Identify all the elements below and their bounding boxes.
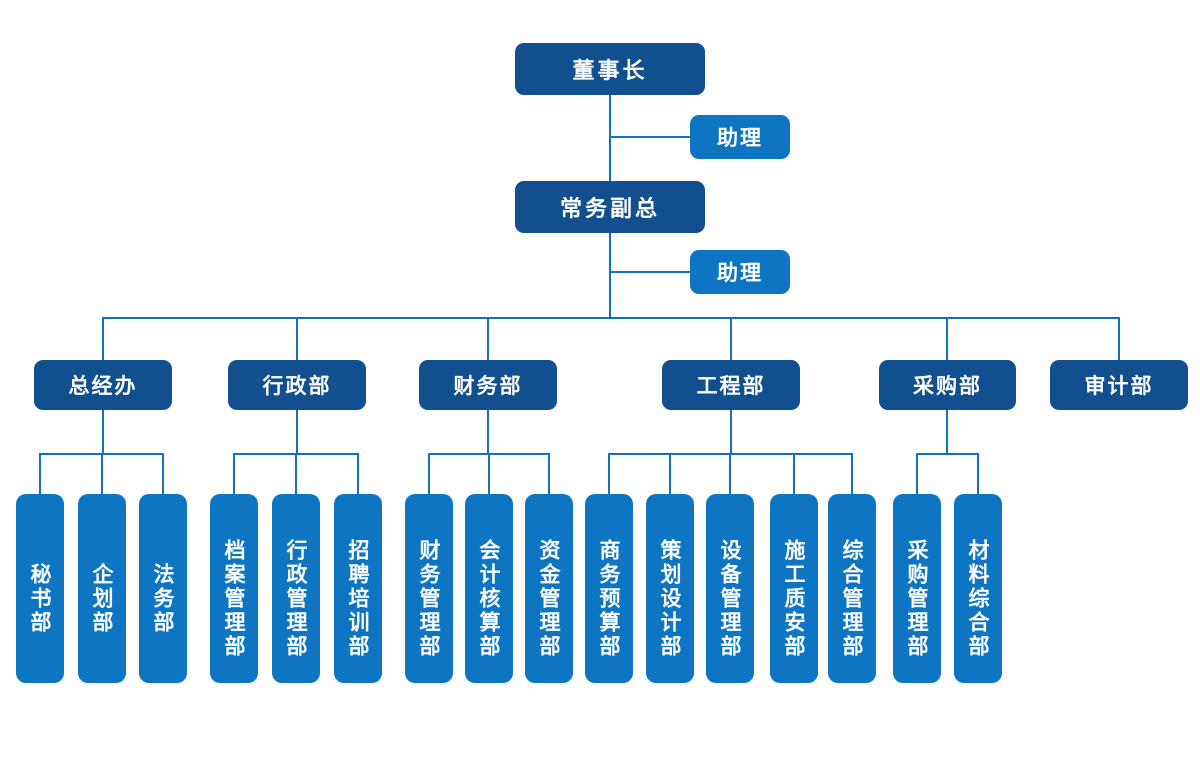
org-node-label: 董事长 [572, 59, 648, 84]
connector-line [102, 410, 104, 455]
org-node-label: 策划设计部 [658, 538, 682, 659]
org-node-label: 综合管理部 [840, 538, 864, 659]
org-node-label: 行政部 [262, 374, 332, 398]
org-node-label: 招聘培训部 [346, 538, 370, 659]
connector-line [162, 453, 164, 494]
org-node-chairman: 董事长 [515, 43, 705, 95]
org-node-materials-general-dept: 材料综合部 [954, 494, 1002, 683]
connector-line [1118, 317, 1120, 361]
org-node-procurement-management-dept: 采购管理部 [893, 494, 941, 683]
org-node-label: 档案管理部 [222, 538, 246, 659]
org-node-label: 秘书部 [28, 562, 52, 635]
org-node-general-manager-office: 总经办 [34, 360, 172, 410]
connector-line [296, 317, 298, 361]
org-node-finance-dept: 财务部 [419, 360, 557, 410]
connector-line [851, 453, 853, 494]
org-node-administration-dept: 行政部 [228, 360, 366, 410]
org-node-label: 财务部 [453, 374, 523, 398]
org-node-executive-vice-president: 常务副总 [515, 181, 705, 233]
connector-line [428, 453, 430, 494]
org-node-financial-management-dept: 财务管理部 [405, 494, 453, 683]
connector-line [296, 410, 298, 455]
org-node-accounting-dept: 会计核算部 [465, 494, 513, 683]
org-node-assistant-2: 助理 [690, 250, 790, 294]
connector-line [102, 317, 1120, 319]
org-node-capital-management-dept: 资金管理部 [525, 494, 573, 683]
org-node-label: 总经办 [68, 374, 138, 398]
org-node-label: 设备管理部 [718, 538, 742, 659]
org-node-engineering-dept: 工程部 [662, 360, 800, 410]
org-node-label: 采购管理部 [905, 538, 929, 659]
connector-line [669, 453, 671, 494]
connector-line [793, 453, 795, 494]
org-node-secretary-dept: 秘书部 [16, 494, 64, 683]
connector-line [608, 453, 610, 494]
connector-line [488, 453, 490, 494]
connector-line [487, 410, 489, 455]
org-node-label: 行政管理部 [284, 538, 308, 659]
org-node-business-budget-dept: 商务预算部 [585, 494, 633, 683]
org-node-assistant-1: 助理 [690, 115, 790, 159]
connector-line [946, 317, 948, 361]
org-node-label: 企划部 [90, 562, 114, 635]
connector-line [730, 410, 732, 455]
org-node-label: 商务预算部 [597, 538, 621, 659]
org-node-construction-quality-safety-dept: 施工质安部 [770, 494, 818, 683]
connector-line [730, 317, 732, 361]
connector-line [977, 453, 979, 494]
org-node-administrative-management-dept: 行政管理部 [272, 494, 320, 683]
org-node-label: 审计部 [1084, 374, 1154, 398]
org-node-procurement-dept: 采购部 [879, 360, 1016, 410]
org-node-label: 常务副总 [559, 197, 660, 222]
connector-line [233, 453, 235, 494]
org-node-audit-dept: 审计部 [1050, 360, 1188, 410]
org-node-label: 助理 [717, 261, 763, 285]
connector-line [916, 453, 918, 494]
org-node-planning-design-dept: 策划设计部 [646, 494, 694, 683]
connector-line [39, 453, 41, 494]
org-node-general-management-dept: 综合管理部 [828, 494, 876, 683]
org-node-label: 财务管理部 [417, 538, 441, 659]
connector-line [548, 453, 550, 494]
connector-line [609, 136, 690, 138]
connector-line [102, 317, 104, 361]
org-node-equipment-management-dept: 设备管理部 [706, 494, 754, 683]
org-node-legal-dept: 法务部 [139, 494, 187, 683]
connector-line [946, 410, 948, 455]
connector-line [487, 317, 489, 361]
org-node-label: 采购部 [913, 374, 982, 398]
connector-line [357, 453, 359, 494]
connector-line [729, 453, 731, 494]
connector-line [609, 95, 611, 182]
org-node-label: 资金管理部 [537, 538, 561, 659]
connector-line [609, 233, 611, 319]
connector-line [916, 453, 979, 455]
org-node-planning-dept: 企划部 [78, 494, 126, 683]
connector-line [295, 453, 297, 494]
org-node-label: 会计核算部 [477, 538, 501, 659]
org-node-label: 材料综合部 [966, 538, 990, 659]
org-node-recruitment-training-dept: 招聘培训部 [334, 494, 382, 683]
org-node-label: 工程部 [696, 374, 766, 398]
org-node-label: 助理 [717, 126, 763, 150]
connector-line [609, 271, 690, 273]
org-node-archives-management-dept: 档案管理部 [210, 494, 258, 683]
org-node-label: 法务部 [151, 562, 175, 635]
connector-line [101, 453, 103, 494]
org-node-label: 施工质安部 [782, 538, 806, 659]
